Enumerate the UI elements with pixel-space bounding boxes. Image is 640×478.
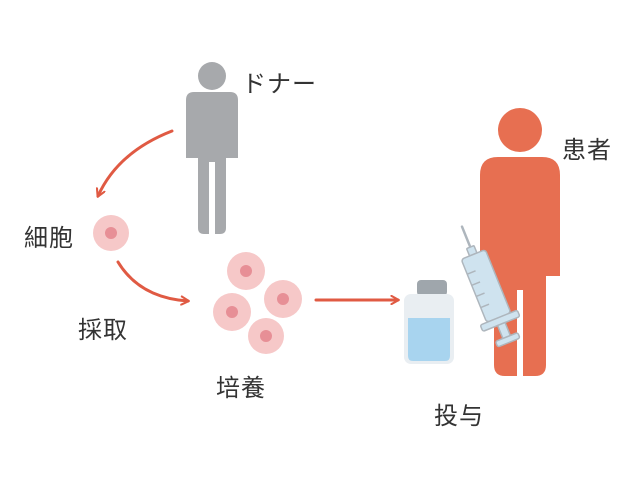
donor-person-icon xyxy=(186,62,238,234)
donor-label: ドナー xyxy=(242,70,317,98)
cell-label: 細胞 xyxy=(24,224,74,252)
culture-label: 培養 xyxy=(216,374,266,402)
cell-icon xyxy=(227,252,265,290)
cell-icon xyxy=(213,293,251,331)
cell-icon xyxy=(264,280,302,318)
donor-cell-icon xyxy=(93,215,129,251)
arrow-cell-to-culture xyxy=(116,260,188,301)
patient-label: 患者 xyxy=(562,136,612,164)
cultured-cells-icon xyxy=(213,252,302,354)
harvest-label: 採取 xyxy=(78,316,128,344)
vial-icon xyxy=(404,280,454,364)
patient-person-icon xyxy=(480,108,560,376)
cell-icon xyxy=(248,318,284,354)
arrow-donor-to-cell xyxy=(98,129,174,196)
syringe-icon xyxy=(460,225,521,348)
administer-label: 投与 xyxy=(434,402,484,430)
